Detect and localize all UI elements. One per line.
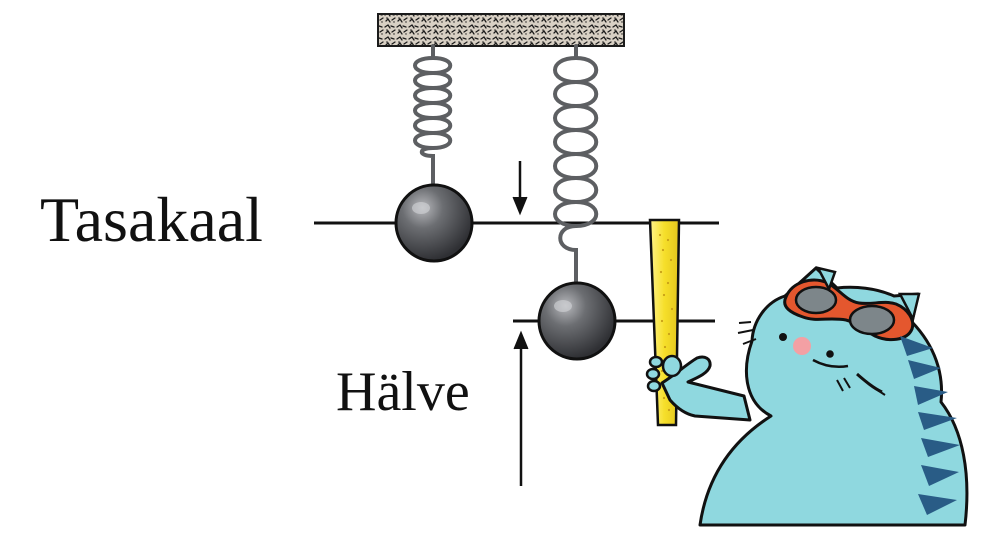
cat-illustration: [645, 266, 969, 527]
equilibrium-label: Tasakaal: [40, 184, 263, 255]
deviation-label: Hälve: [336, 361, 470, 423]
left-spring: [413, 44, 453, 185]
displacement-arrow-top-head: [512, 196, 528, 216]
ceiling-block: [377, 13, 625, 47]
equilibrium-line-group: [314, 161, 719, 225]
left-mass: [394, 183, 474, 263]
displacement-arrow-bottom-head: [513, 330, 529, 350]
right-mass: [537, 281, 617, 361]
right-spring: [553, 44, 598, 284]
